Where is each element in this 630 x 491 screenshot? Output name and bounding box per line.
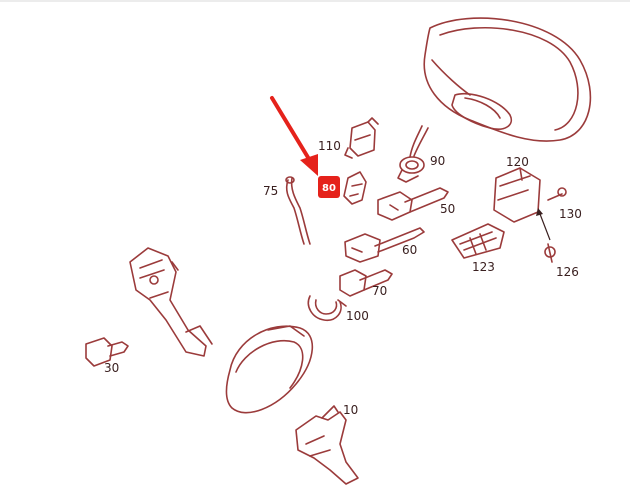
label-10: 10 — [343, 403, 358, 417]
lower-column-10 — [295, 405, 359, 485]
label-130: 130 — [559, 207, 582, 221]
screw-130 — [547, 187, 567, 201]
column-shroud — [225, 325, 314, 414]
label-30: 30 — [104, 361, 119, 375]
switch-60 — [344, 227, 425, 263]
highlighted-part-callout: 80 — [318, 176, 340, 198]
red-pointer-arrow — [270, 96, 318, 176]
connector-110 — [344, 117, 379, 159]
label-70: 70 — [372, 284, 387, 298]
clock-spring-90 — [397, 125, 429, 183]
assembly-arrow — [536, 208, 551, 241]
steering-wheel — [423, 17, 592, 142]
label-126: 126 — [556, 265, 579, 279]
brake-switch-30 — [85, 337, 129, 367]
label-75: 75 — [263, 184, 278, 198]
bracket-80 — [343, 171, 367, 205]
screw-126 — [544, 243, 556, 263]
label-50: 50 — [440, 202, 455, 216]
label-60: 60 — [402, 243, 417, 257]
label-110: 110 — [318, 139, 341, 153]
pedal-assembly — [129, 247, 213, 357]
cable-75 — [285, 176, 311, 245]
bracket-100 — [307, 295, 347, 322]
highlighted-part-number: 80 — [322, 183, 336, 194]
housing-120 — [493, 167, 541, 223]
switch-70 — [339, 269, 393, 297]
combination-switch-50 — [377, 187, 449, 221]
label-120: 120 — [506, 155, 529, 169]
label-90: 90 — [430, 154, 445, 168]
bracket-123 — [451, 223, 505, 259]
label-100: 100 — [346, 309, 369, 323]
label-123: 123 — [472, 260, 495, 274]
